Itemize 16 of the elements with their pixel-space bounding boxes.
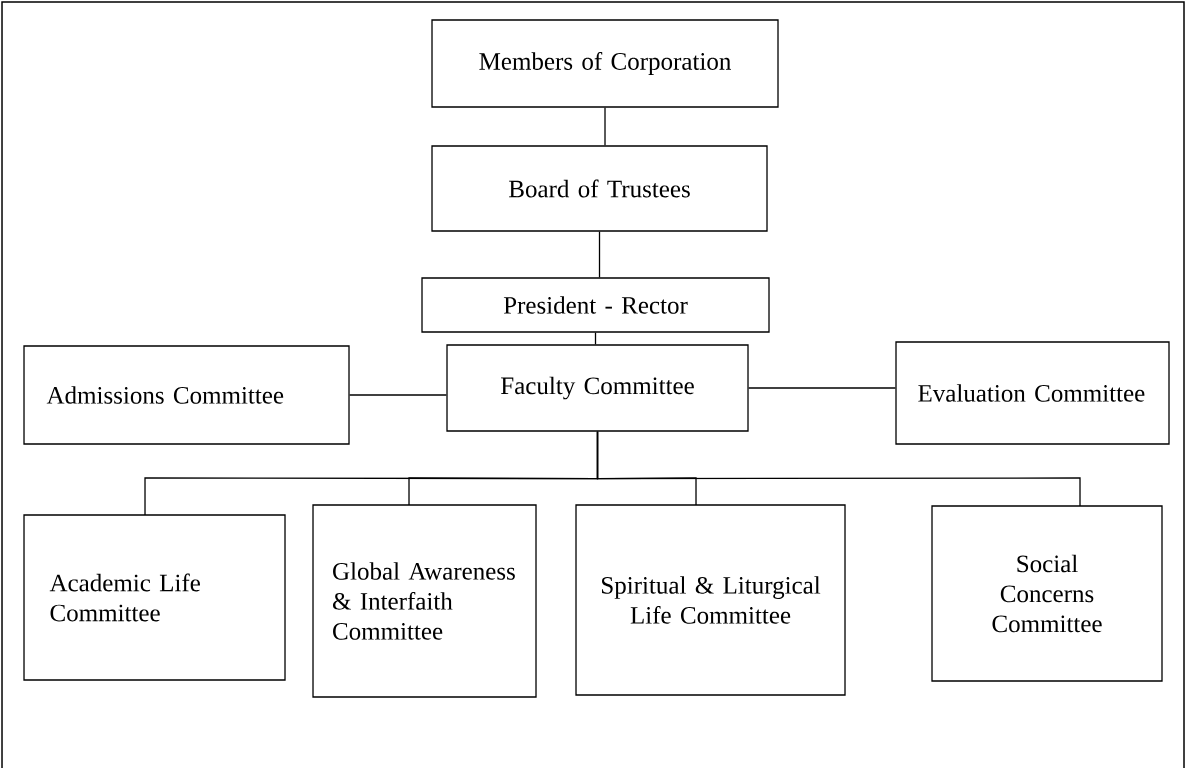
connector-line	[598, 231, 601, 278]
connector-line	[349, 394, 447, 396]
connector-line	[604, 107, 606, 146]
committee-box: Academic Life Committee	[23, 514, 286, 681]
committee-box: President - Rector	[421, 277, 770, 333]
committee-box: Global Awareness & Interfaith Committee	[312, 504, 537, 698]
committee-box: Admissions Committee	[23, 345, 350, 445]
committee-box: Members of Corporation	[431, 19, 779, 108]
connector-line	[748, 387, 896, 389]
connector-line	[596, 431, 1081, 507]
committee-box: Faculty Committee	[446, 344, 749, 432]
connector-line	[594, 332, 597, 345]
committee-box: Social Concerns Committee	[931, 505, 1163, 682]
committee-box: Board of Trustees	[431, 145, 768, 232]
committee-box: Evaluation Committee	[895, 341, 1170, 445]
committee-box: Spiritual & Liturgical Life Committee	[575, 504, 846, 696]
